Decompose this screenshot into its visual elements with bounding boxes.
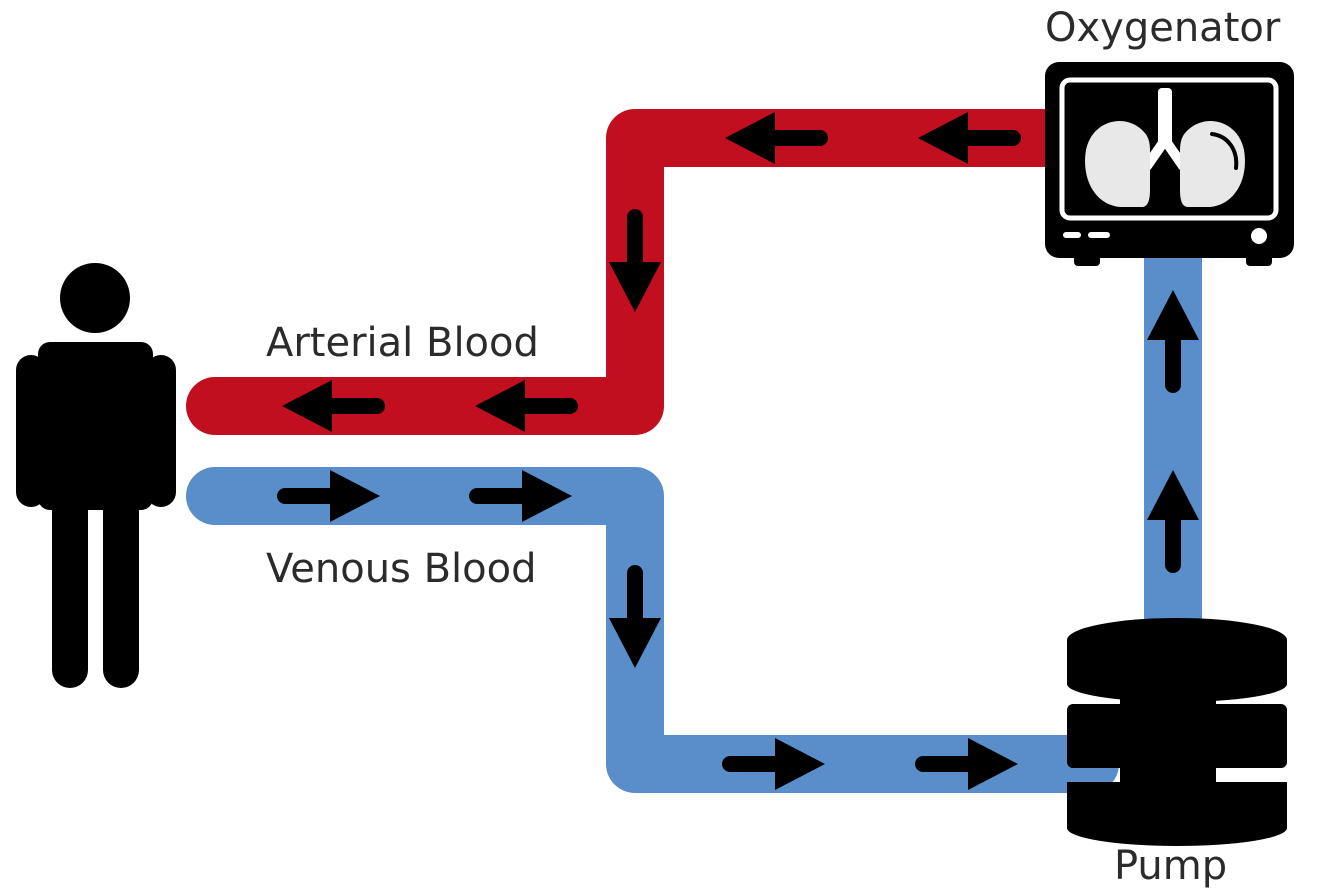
flow-arrow-icon [1147,470,1199,573]
flow-arrow-icon [1147,290,1199,393]
oxygenator-monitor-icon [1045,62,1294,266]
flow-arrow-icon [915,738,1018,790]
person-icon [16,263,176,688]
pump-stack-icon [1067,618,1287,846]
flow-arrow-icon [725,112,828,164]
flow-arrow-icon [475,380,578,432]
flow-arrows [277,112,1199,790]
flow-arrow-icon [722,738,825,790]
flow-arrow-icon [277,470,380,522]
oxygenator-label: Oxygenator [1045,5,1281,51]
arterial-blood-label: Arterial Blood [266,320,539,366]
pump-label: Pump [1114,843,1228,889]
flow-arrow-icon [469,470,572,522]
flow-arrow-icon [609,209,661,312]
venous-blood-label: Venous Blood [266,546,537,592]
flow-arrow-icon [609,565,661,668]
flow-arrow-icon [282,380,385,432]
flow-arrow-icon [918,112,1021,164]
lungs-icon [1085,88,1245,207]
